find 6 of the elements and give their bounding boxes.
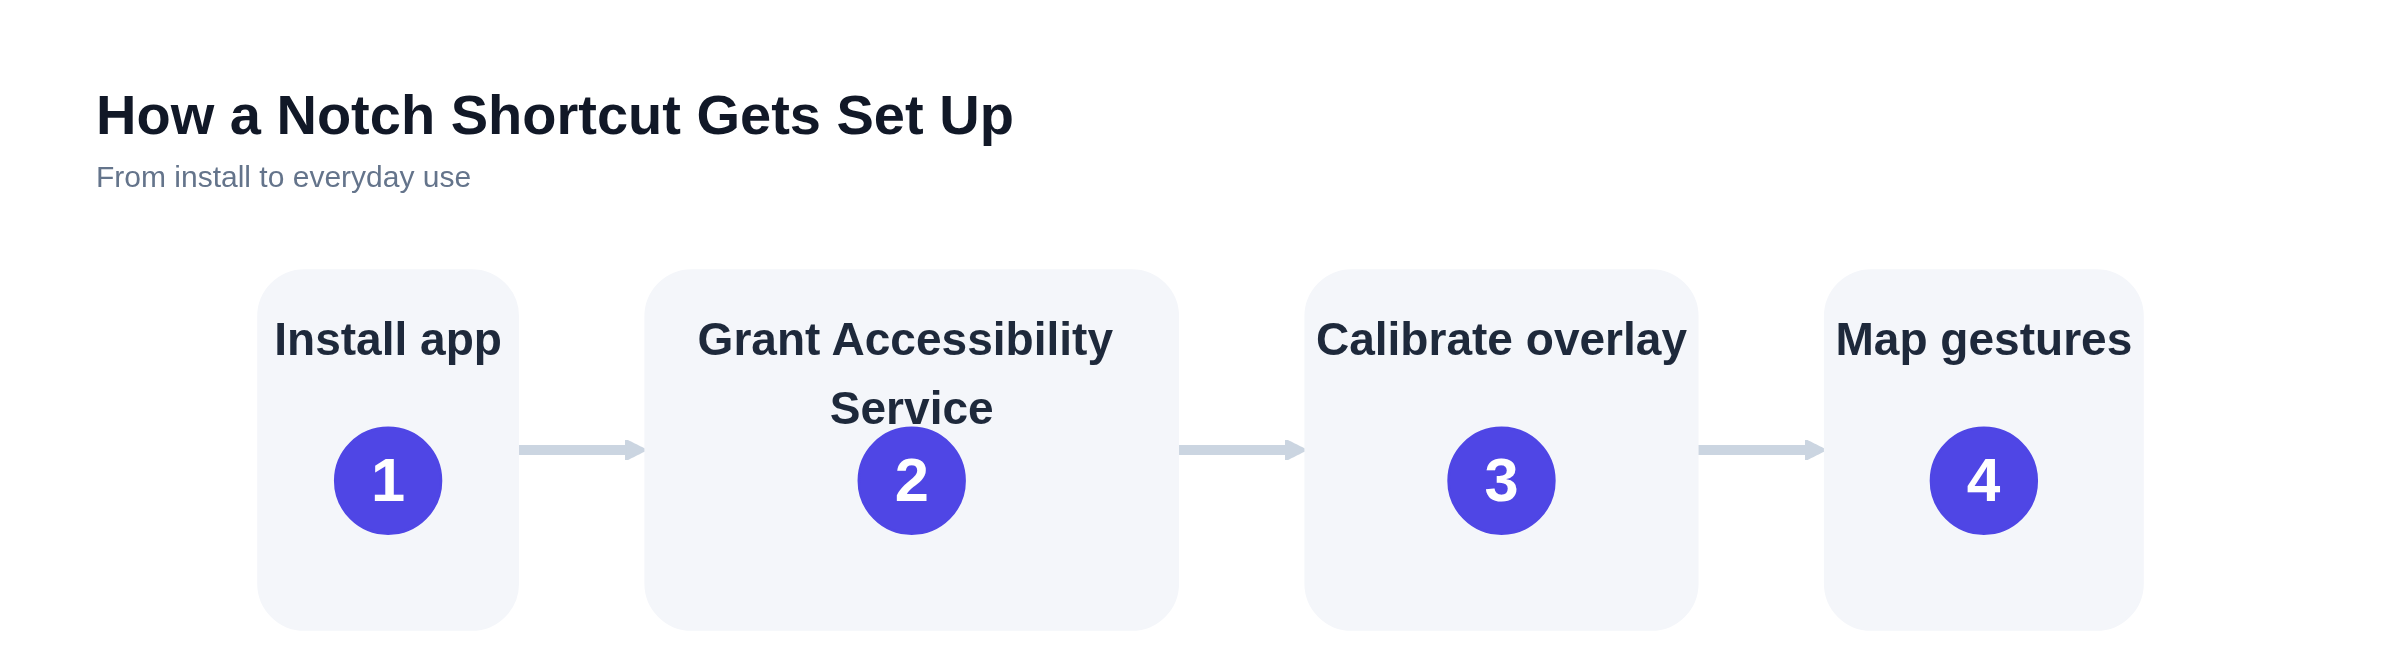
node-circle: 1 — [333, 426, 442, 535]
diagram-title: How a Notch Shortcut Gets Set Up — [96, 84, 1014, 146]
subtitle: From install to everyday use — [96, 159, 472, 194]
node-circle: 4 — [1929, 426, 2038, 535]
node-circle: 3 — [1446, 426, 1556, 535]
node-circle: 2 — [857, 426, 966, 535]
